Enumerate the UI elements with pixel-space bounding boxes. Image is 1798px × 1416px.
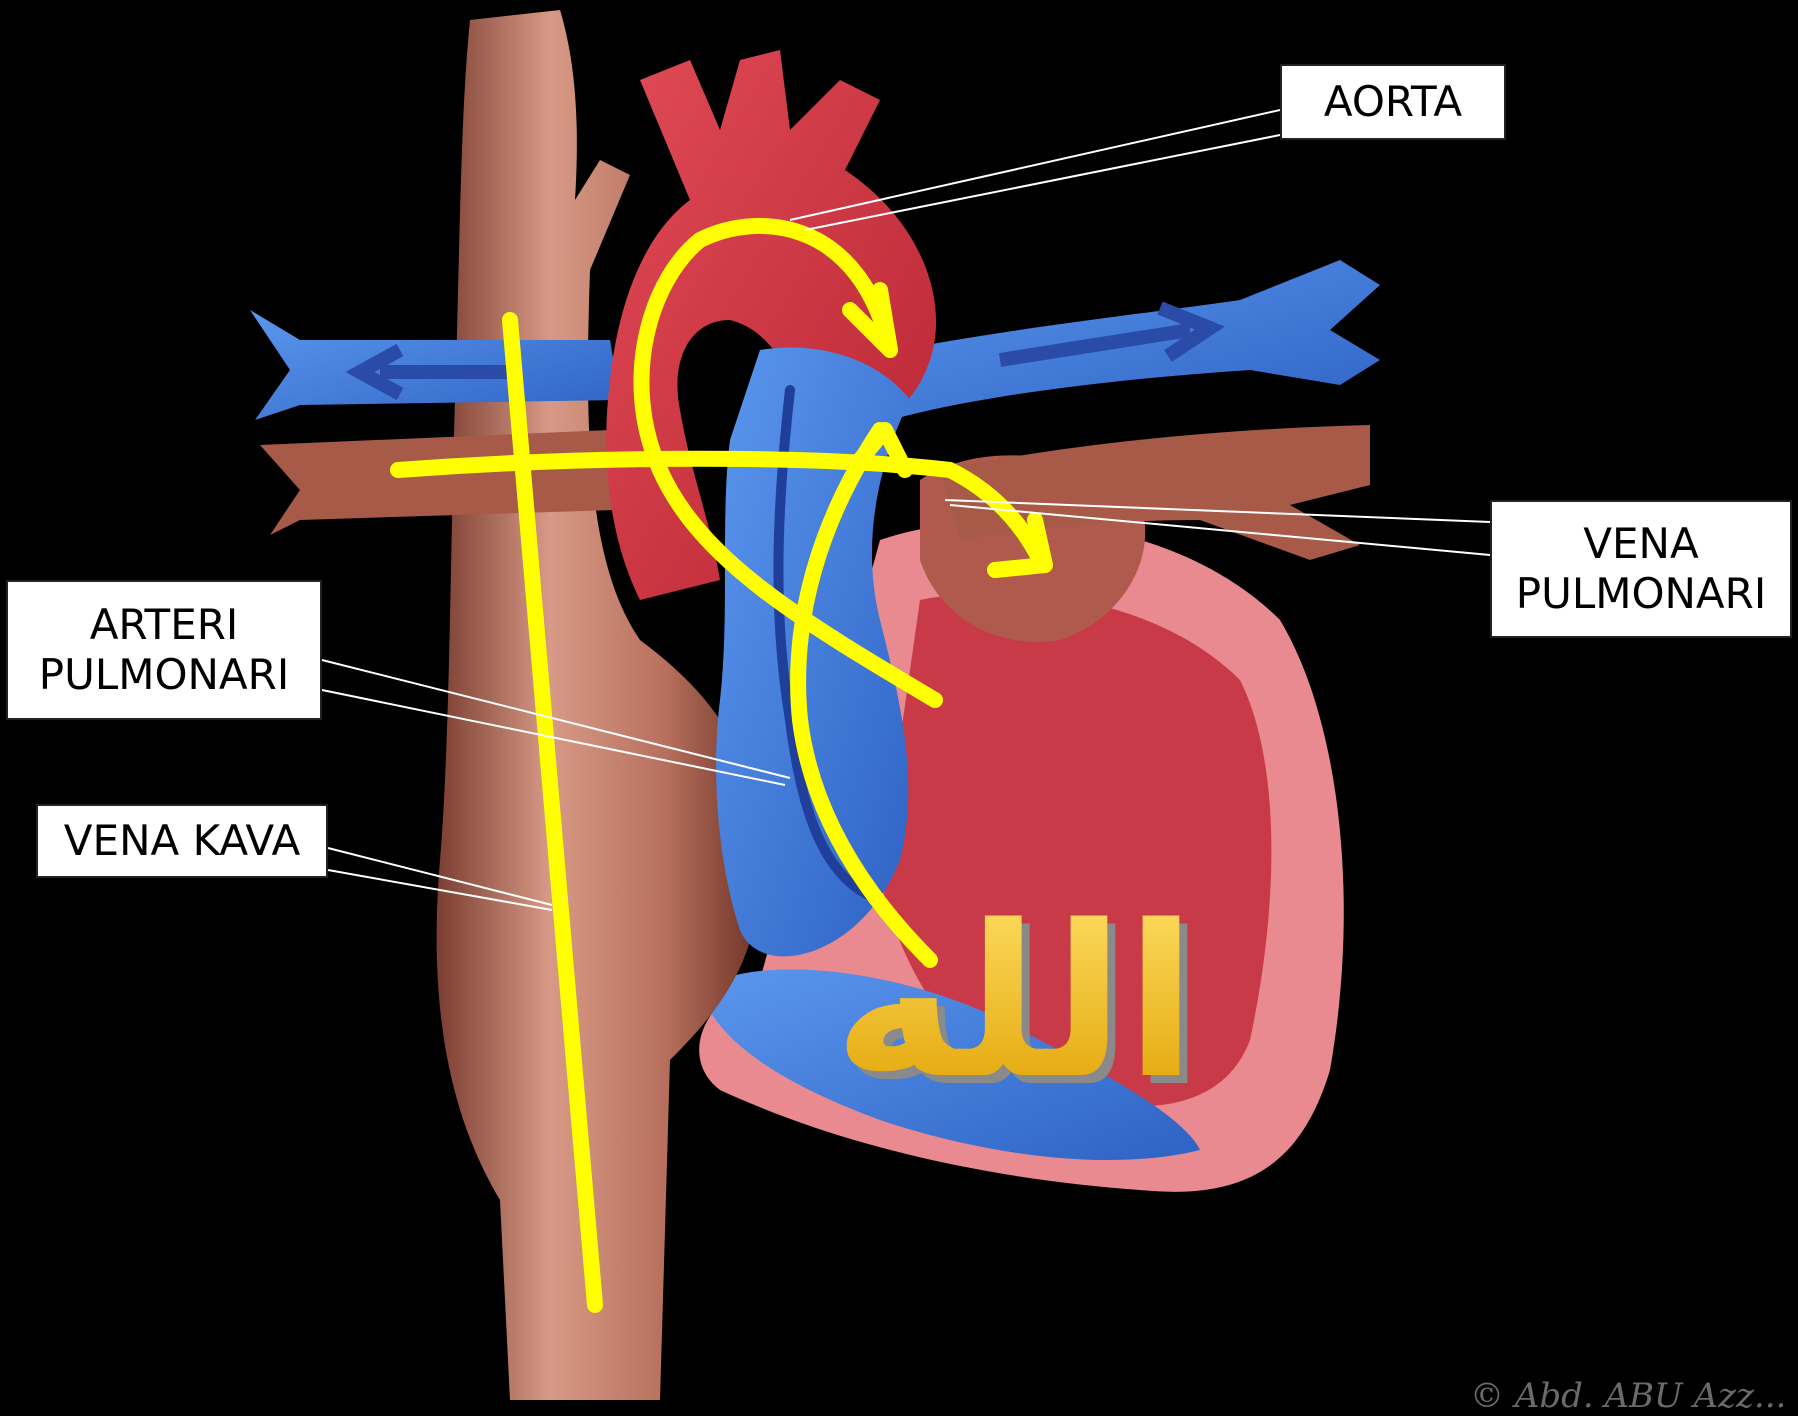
aorta-label: AORTA	[1280, 64, 1506, 140]
arteri-pulmonari-line1: ARTERI	[8, 600, 320, 650]
vena-pulmonari-line2: PULMONARI	[1492, 569, 1790, 619]
vena-kava-label: VENA KAVA	[36, 804, 328, 878]
vena-kava-label-text: VENA KAVA	[38, 816, 326, 866]
watermark: © Abd. ABU Azz...	[1470, 1376, 1786, 1416]
calligraphy-text-front: الله	[833, 880, 1197, 1125]
vena-pulmonari-line1: VENA	[1492, 519, 1790, 569]
vena-pulmonari-label: VENA PULMONARI	[1490, 500, 1792, 638]
arteri-pulmonari-line2: PULMONARI	[8, 650, 320, 700]
aorta-label-text: AORTA	[1282, 77, 1504, 127]
arteri-pulmonari-label: ARTERI PULMONARI	[6, 580, 322, 720]
